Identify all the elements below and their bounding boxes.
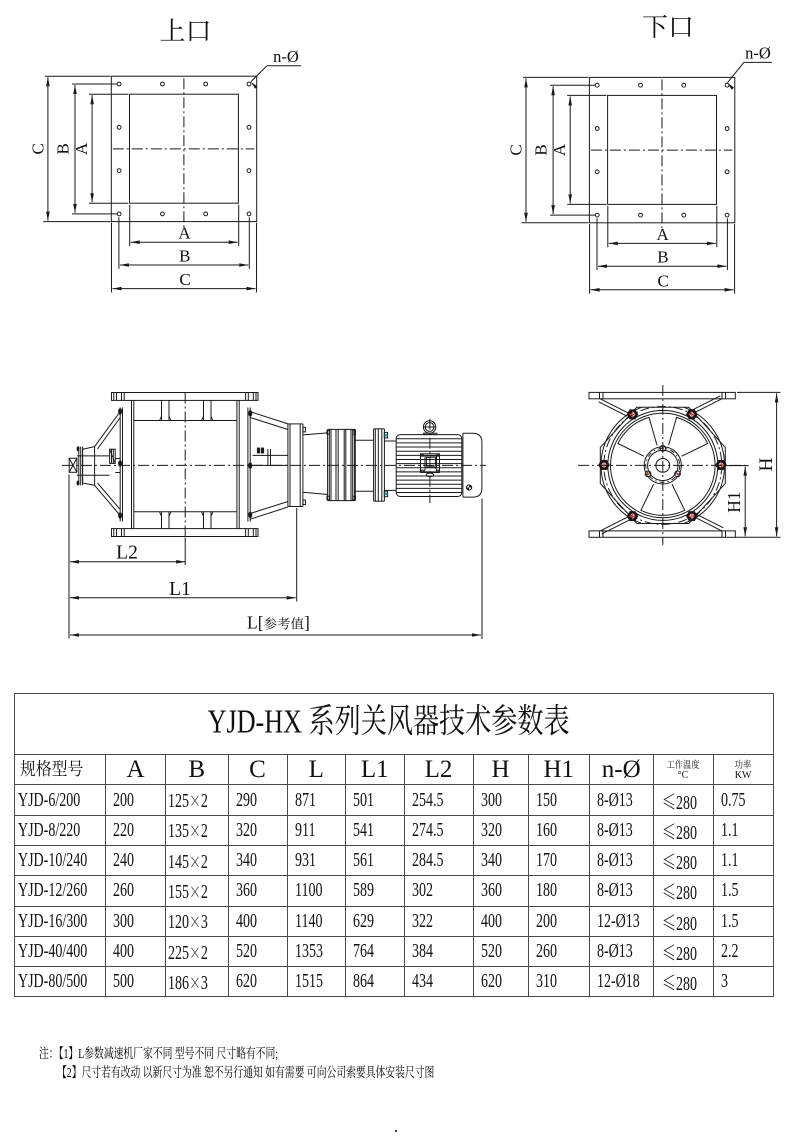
svg-text:B: B [53,143,72,154]
svg-text:B: B [657,248,668,267]
svg-text:n-Ø: n-Ø [273,47,299,66]
svg-text:L[参考值]: L[参考值] [247,613,310,633]
svg-text:L1: L1 [169,579,191,600]
svg-text:C: C [28,143,47,154]
svg-text:L2: L2 [116,543,138,564]
svg-text:A: A [550,143,569,156]
svg-text:A: A [656,225,669,244]
svg-text:上口: 上口 [159,11,211,48]
svg-text:C: C [658,271,669,290]
svg-text:A: A [178,224,191,243]
svg-text:A: A [72,142,91,155]
svg-text:C: C [506,144,525,155]
svg-text:H: H [756,457,777,471]
svg-text:H1: H1 [724,491,744,512]
svg-text:下口: 下口 [642,7,694,44]
svg-text:B: B [179,246,190,265]
svg-text:B: B [531,144,550,155]
svg-text:C: C [179,270,190,289]
svg-text:n-Ø: n-Ø [745,44,771,63]
